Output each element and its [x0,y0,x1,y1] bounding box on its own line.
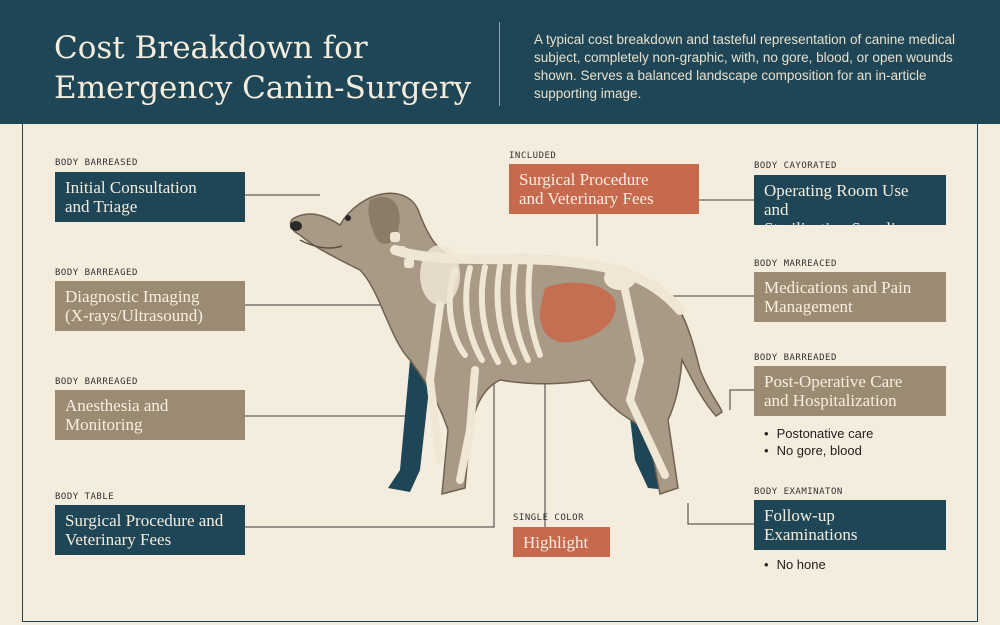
connector-surgical-fees [245,380,495,528]
bullet-item: Postonative care [764,425,874,442]
dog-illustration [289,192,723,495]
post-op-bullets: Postonative care No gore, blood [764,425,874,459]
cost-item-surgical-procedure-included: Surgical Procedure and Veterinary Fees [509,164,699,214]
category-medications: BODY MARREACED [754,259,837,269]
category-included: INCLUDED [509,151,557,161]
header-banner: Cost Breakdown for Emergency Canin-Surge… [0,0,1000,124]
category-anesthesia: BODY BARREAGED [55,377,138,387]
cost-item-operating-room: Operating Room Use and Sterilization Sup… [754,175,946,238]
connector-followup [687,503,754,525]
category-operating-room: BODY CAYORATED [754,161,837,171]
bullet-item: No gore, blood [764,442,873,459]
cost-item-anesthesia: Anesthesia and Monitoring [55,390,245,440]
bullet-item: No hone [764,556,826,573]
cost-item-diagnostic-imaging: Diagnostic Imaging (X-rays/Ultrasound) [55,281,245,331]
category-surgical-fees: BODY TABLE [55,492,115,502]
category-single-color: SINGLE COLOR [513,513,585,523]
header-divider [499,22,500,106]
connector-post-op [729,389,754,410]
category-post-op: BODY BARREADED [754,353,837,363]
page-title: Cost Breakdown for Emergency Canin-Surge… [54,30,472,106]
category-initial-consultation: BODY BARREASED [55,158,138,168]
category-followup: BODY EXAMINATON [754,487,843,497]
content-frame [22,124,978,622]
cost-item-surgical-fees: Surgical Procedure and Veterinary Fees [55,505,245,555]
header-description: A typical cost breakdown and tasteful re… [534,32,955,101]
cost-item-followup: Follow-up Examinations [754,500,946,550]
followup-bullets: No hone [764,556,826,573]
highlight-label: Highlight [513,527,610,557]
cost-item-post-op: Post-Operative Care and Hospitalization [754,366,946,416]
cost-item-initial-consultation: Initial Consultation and Triage [55,172,245,222]
category-diagnostic-imaging: BODY BARREAGED [55,268,138,278]
cost-item-medications: Medications and Pain Management [754,272,946,322]
